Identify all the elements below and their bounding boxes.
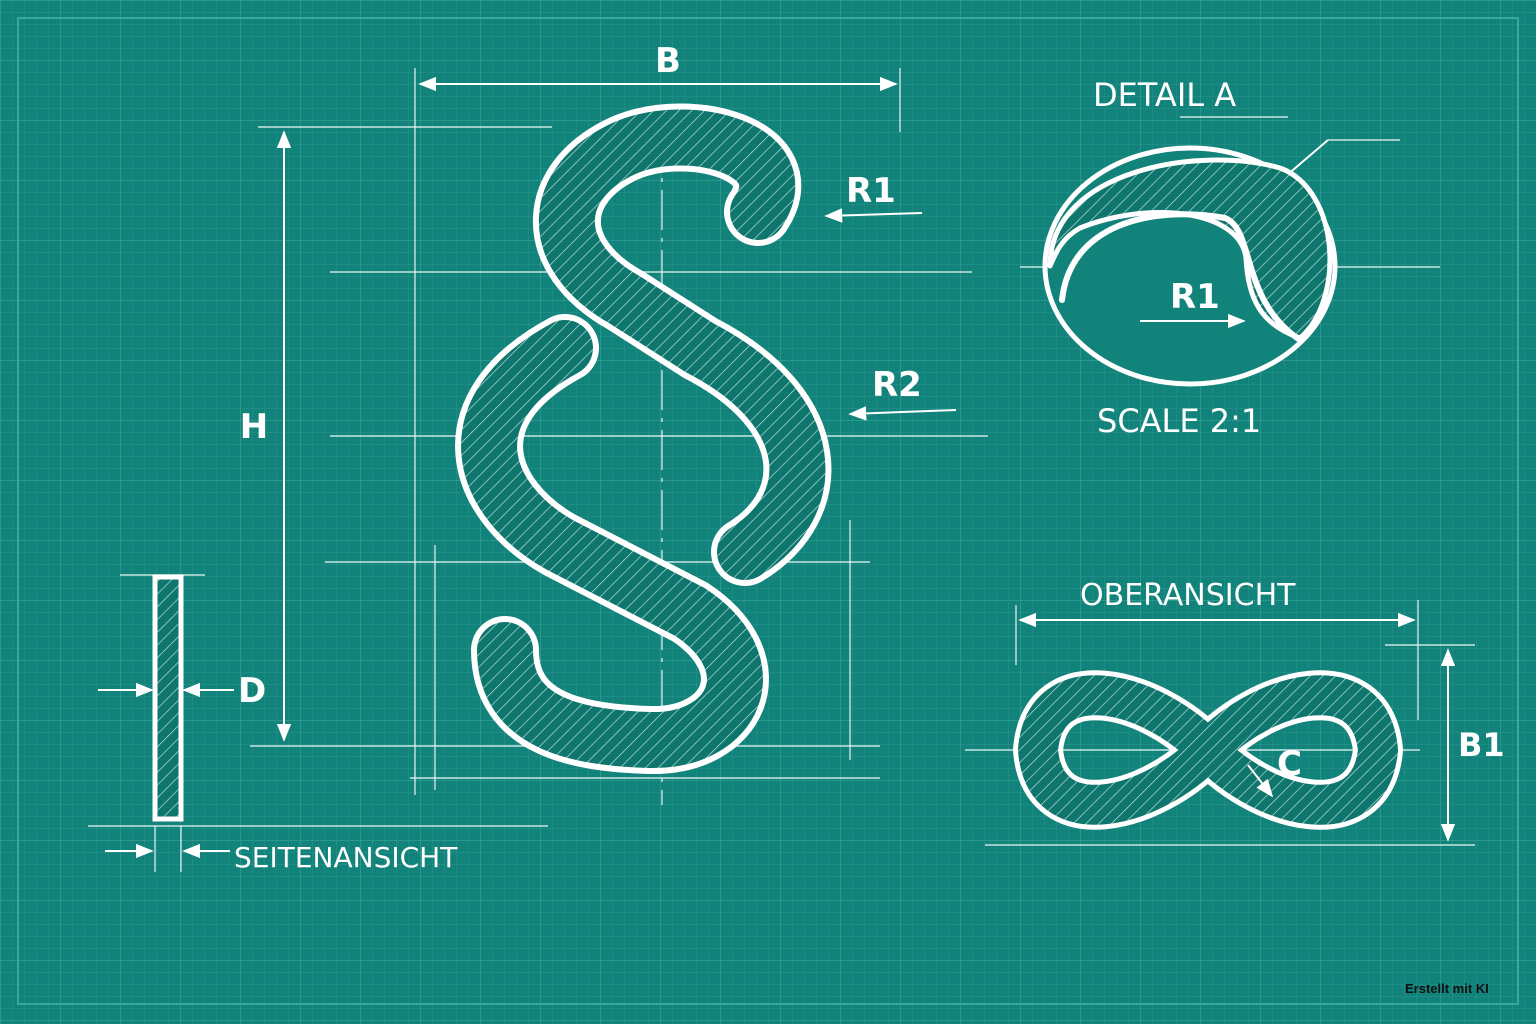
top-view: OBERANSICHT B1 C <box>965 578 1505 846</box>
section-sign-drawing: B H R1 R2 <box>240 41 988 805</box>
label-detail-radius: R1 <box>1170 277 1220 317</box>
label-thickness: D <box>238 671 266 711</box>
side-view-bar <box>152 574 184 822</box>
dimension-height: H <box>240 130 292 742</box>
dimension-width: B <box>418 41 898 92</box>
label-detail-scale: SCALE 2:1 <box>1097 402 1261 440</box>
label-detail-title: DETAIL A <box>1093 76 1236 114</box>
detail-view: DETAIL A R1 SCALE 2:1 <box>1020 76 1440 440</box>
sheet-border <box>17 17 1519 1005</box>
side-view: D SEITENANSICHT <box>88 574 548 874</box>
label-height: H <box>240 407 268 447</box>
label-radius-large: R2 <box>872 365 922 405</box>
label-radius-small: R1 <box>846 171 896 211</box>
label-width: B <box>655 41 681 81</box>
label-top-view: OBERANSICHT <box>1080 578 1296 613</box>
section-sign-shape <box>455 103 832 774</box>
label-side-view: SEITENANSICHT <box>234 841 458 874</box>
label-top-width: B1 <box>1458 726 1505 764</box>
radius-large-callout: R2 <box>848 365 957 421</box>
radius-small-callout: R1 <box>824 171 923 223</box>
label-top-curve: C <box>1277 744 1302 784</box>
ai-watermark: Erstellt mit KI <box>1405 981 1489 996</box>
